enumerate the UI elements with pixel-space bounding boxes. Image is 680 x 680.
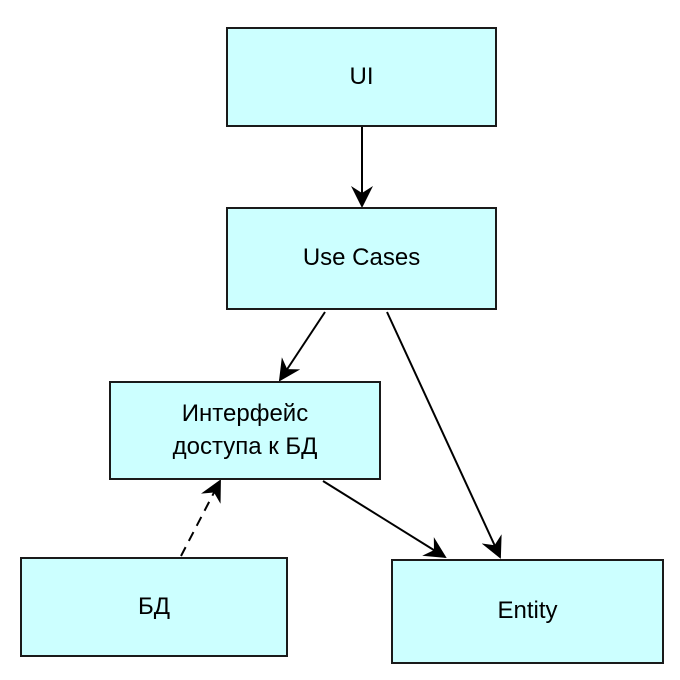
node-db-interface-label: Интерфейс доступа к БД bbox=[172, 400, 318, 460]
edge-db-interface-to-entity bbox=[322, 480, 447, 559]
node-use-cases: Use Cases bbox=[226, 207, 497, 310]
node-db: БД bbox=[20, 557, 288, 657]
node-db-interface: Интерфейс доступа к БД bbox=[109, 381, 381, 480]
node-entity-label: Entity bbox=[497, 597, 558, 625]
edge-use-cases-to-entity bbox=[386, 311, 502, 559]
node-ui-label: UI bbox=[349, 62, 374, 90]
node-entity: Entity bbox=[391, 559, 664, 664]
node-ui: UI bbox=[226, 27, 497, 127]
node-db-label: БД bbox=[137, 592, 170, 620]
node-use-cases-label: Use Cases bbox=[302, 244, 421, 272]
edge-use-cases-to-db-interface bbox=[278, 311, 326, 382]
edge-db-to-db-interface bbox=[180, 479, 221, 557]
